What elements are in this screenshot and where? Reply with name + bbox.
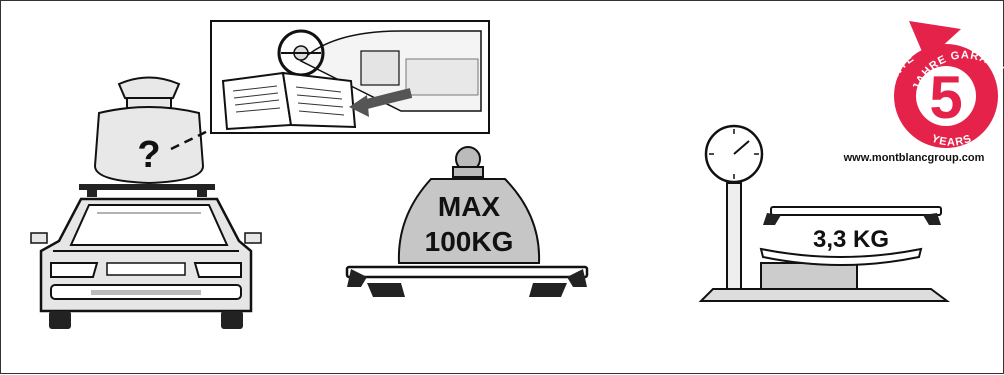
car-icon [31, 184, 261, 329]
manual-icon [211, 21, 489, 133]
question-mark: ? [137, 134, 160, 176]
roof-bar-icon [347, 267, 587, 297]
max-label: MAX [438, 191, 501, 222]
weight-reading: 3,3 KG [813, 226, 889, 253]
website-url: www.montblancgroup.com [843, 152, 985, 164]
max-weight-label: 100KG [425, 226, 514, 257]
badge-number: 5 [929, 64, 962, 131]
max-weight-icon: MAX 100KG [399, 147, 539, 263]
weight-icon: ? [95, 78, 203, 184]
